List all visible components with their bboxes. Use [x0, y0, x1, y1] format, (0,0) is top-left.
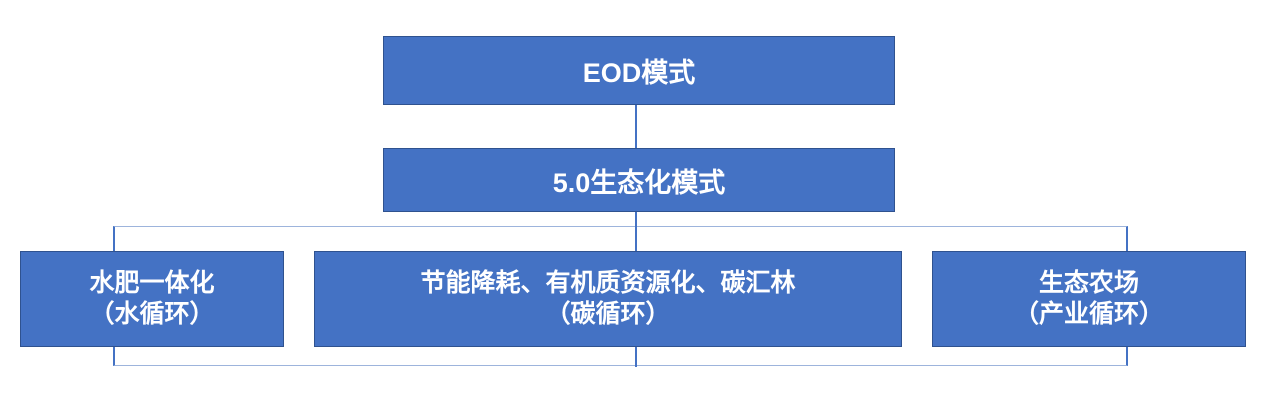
node-5-0-eco-mode-label: 5.0生态化模式	[552, 167, 726, 198]
node-farm-line1: 生态农场	[1038, 269, 1139, 297]
node-carbon-cycle: 节能降耗、有机质资源化、碳汇林 （碳循环）	[314, 251, 902, 347]
node-farm-line2: （产业循环）	[1013, 300, 1164, 328]
node-eod-mode: EOD模式	[383, 36, 895, 105]
node-water-line2: （水循环）	[89, 300, 215, 328]
node-water-fertilizer-integration: 水肥一体化 （水循环）	[20, 251, 284, 347]
node-carbon-line2: （碳循环）	[545, 300, 671, 328]
connector-carbon-to-loop	[635, 346, 637, 367]
node-eco-farm: 生态农场 （产业循环）	[932, 251, 1246, 347]
node-5-0-eco-mode: 5.0生态化模式	[383, 148, 895, 212]
node-eod-mode-label: EOD模式	[582, 58, 696, 88]
connector-eod-to-mode50	[635, 105, 637, 149]
node-carbon-line1: 节能降耗、有机质资源化、碳汇林	[420, 269, 796, 297]
connector-mode50-to-carbon	[635, 211, 637, 252]
node-water-line1: 水肥一体化	[89, 269, 215, 297]
